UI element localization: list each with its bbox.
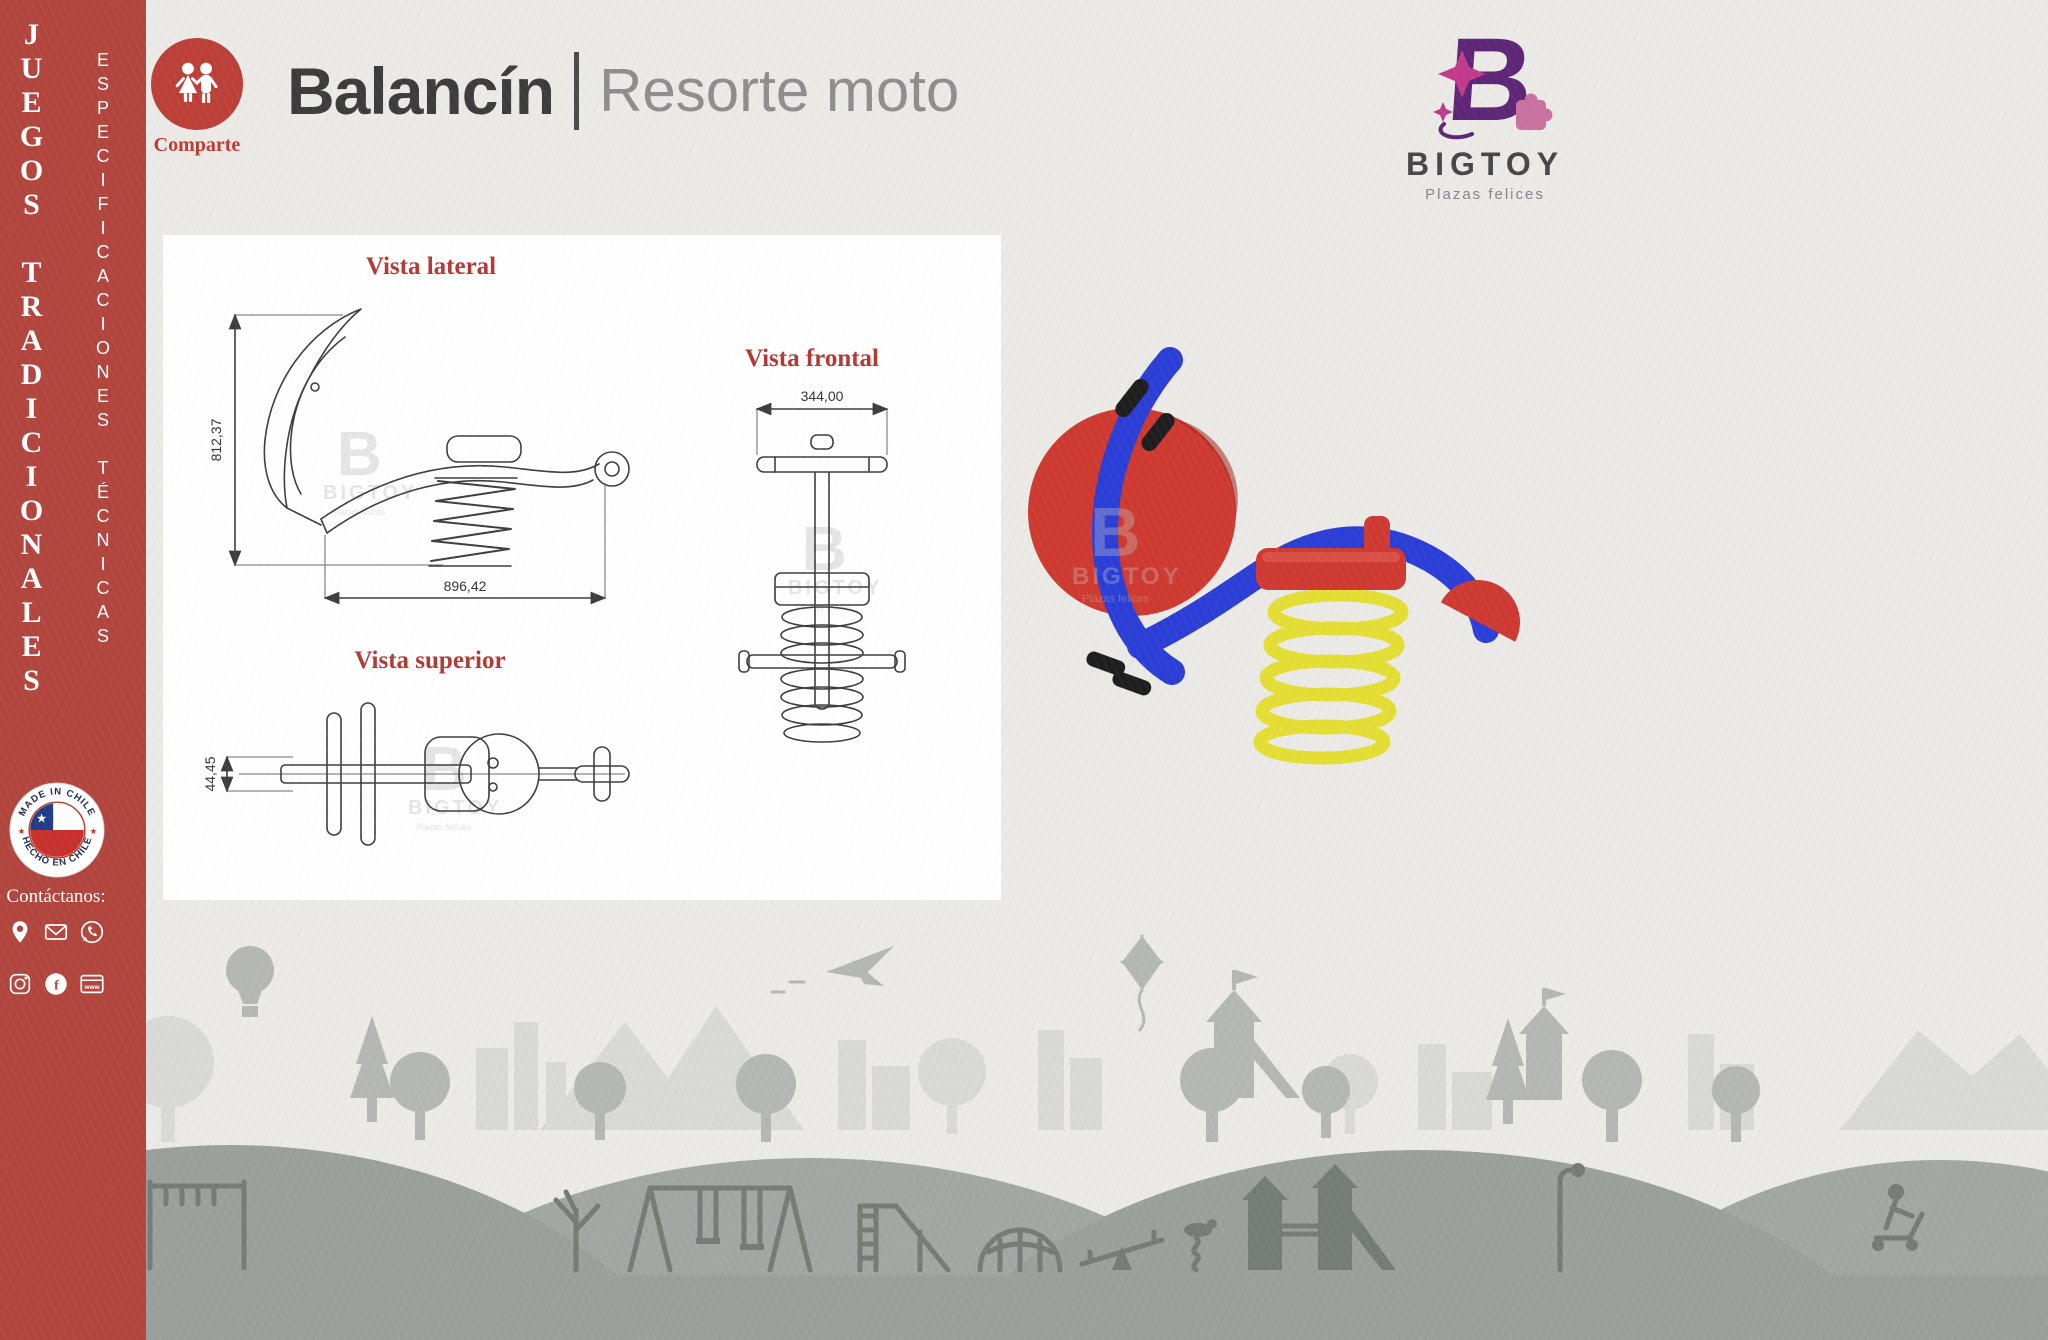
spring-rider-icon [1191, 1235, 1201, 1273]
svg-text:B: B [1090, 493, 1141, 571]
bare-tree-icon [553, 1189, 601, 1273]
contact-location-button[interactable] [6, 918, 34, 946]
made-in-chile-badge: MADE IN CHILE HECHO EN CHILE ★ ★ ★ [9, 782, 105, 878]
location-pin-icon [12, 921, 28, 943]
page-subtitle: Resorte moto [599, 57, 960, 124]
children-holding-hands-icon [175, 62, 218, 104]
www-label: www [83, 984, 100, 991]
skyline-hills [0, 1145, 2048, 1340]
spring-coil [1253, 588, 1409, 765]
lateral-width-dim: 896,42 [444, 578, 487, 594]
sidebar: JUEGOS TRADICIONALES ESPECIFICACIONES TÉ… [0, 0, 146, 1340]
svg-text:Plazas felices: Plazas felices [416, 822, 472, 832]
superior-view-label: Vista superior [354, 647, 506, 674]
frontal-view-drawing: 344,00 [738, 388, 906, 743]
skyline-mid-layer [226, 936, 1760, 1142]
superior-height-dim: 44,45 [202, 756, 218, 791]
watermark: B BIGTOY Plazas felices [323, 420, 414, 517]
sidebar-title: JUEGOS TRADICIONALES [15, 18, 48, 698]
spring-rocker-render-icon: B BIGTOY Plazas felices [1028, 347, 1520, 765]
facebook-icon: f [45, 973, 67, 995]
playground-tower-icon [1214, 1022, 1254, 1098]
frontal-width-dim: 344,00 [801, 388, 844, 404]
made-in-chile-badge-icon: MADE IN CHILE HECHO EN CHILE ★ ★ ★ [9, 782, 105, 878]
page-title-row: Balancín Resorte moto [287, 52, 959, 130]
slide-icon [857, 1203, 951, 1273]
brand-block: B BIGTOY Plazas felices [1392, 16, 1578, 203]
page-title: Balancín [287, 54, 555, 128]
lateral-view-drawing: 812,37 896,42 [208, 308, 630, 605]
park-skyline-illustration [0, 934, 2048, 1340]
skyline-mid-strokes [770, 934, 1164, 1032]
lateral-view-label: Vista lateral [365, 253, 497, 280]
www-icon: www [80, 974, 104, 994]
contact-email-button[interactable] [42, 918, 70, 946]
svg-text:Plazas felices: Plazas felices [1082, 593, 1150, 605]
badge-star-left: ★ [18, 826, 26, 836]
brand-tagline: Plazas felices [1425, 186, 1545, 203]
scooter-figure-icon [1873, 1197, 1925, 1241]
playground-silhouettes-fills [696, 1163, 1918, 1270]
whatsapp-icon [80, 920, 104, 944]
technical-drawings-panel: Vista lateral Vista frontal Vista superi… [163, 235, 1001, 900]
climbing-dome-icon [977, 1227, 1063, 1273]
contact-facebook-button[interactable]: f [42, 970, 70, 998]
lateral-height-dim: 812,37 [208, 418, 224, 461]
bigtoy-logo-icon: B [1433, 16, 1553, 144]
hot-air-balloon-icon [226, 946, 274, 994]
title-divider [574, 52, 580, 130]
lamppost-icon [1557, 1167, 1575, 1273]
watermark: B BIGTOY Plazas felices [788, 515, 882, 612]
svg-text:BIGTOY: BIGTOY [1072, 563, 1182, 590]
superior-view-drawing: 44,45 [202, 702, 630, 846]
monkey-bars-icon [147, 1179, 247, 1271]
contact-instagram-button[interactable] [6, 970, 34, 998]
share-label: Comparte [153, 134, 241, 156]
contact-website-button[interactable]: www [78, 970, 106, 998]
watermark: B BIGTOY Plazas felices [1072, 493, 1182, 605]
share-button[interactable] [151, 38, 243, 130]
bridge-icon [1279, 1223, 1321, 1237]
logo-puzzle-piece [1516, 93, 1553, 130]
plane-icon [826, 946, 894, 978]
facebook-letter: f [54, 979, 59, 994]
svg-text:B: B [337, 420, 382, 489]
sidebar-subtitle: ESPECIFICACIONES TÉCNICAS [93, 50, 113, 650]
instagram-icon [9, 973, 31, 995]
svg-text:B: B [422, 735, 467, 804]
logo-star [1438, 50, 1486, 98]
technical-drawings: B BIGTOY Plazas felices B BIGTOY Plazas … [202, 308, 906, 846]
chile-flag-icon: ★ [30, 803, 84, 857]
contact-whatsapp-button[interactable] [78, 918, 106, 946]
frontal-view-label: Vista frontal [744, 345, 880, 372]
brand-name: BIGTOY [1405, 146, 1565, 182]
flag-star: ★ [36, 811, 47, 825]
contact-label: Contáctanos: [6, 886, 106, 907]
share-block: Comparte [149, 38, 245, 157]
badge-star-right: ★ [90, 826, 98, 836]
svg-text:BIGTOY: BIGTOY [788, 577, 882, 599]
email-icon [44, 924, 68, 940]
svg-text:BIGTOY: BIGTOY [408, 797, 502, 819]
playground-silhouettes [147, 1167, 1925, 1273]
skyline-far-layer [122, 1006, 2048, 1142]
svg-text:Plazas felices: Plazas felices [331, 507, 387, 517]
swing-set-icon [627, 1185, 813, 1273]
product-render: B BIGTOY Plazas felices [1020, 340, 1540, 780]
social-links: f www [6, 918, 106, 998]
